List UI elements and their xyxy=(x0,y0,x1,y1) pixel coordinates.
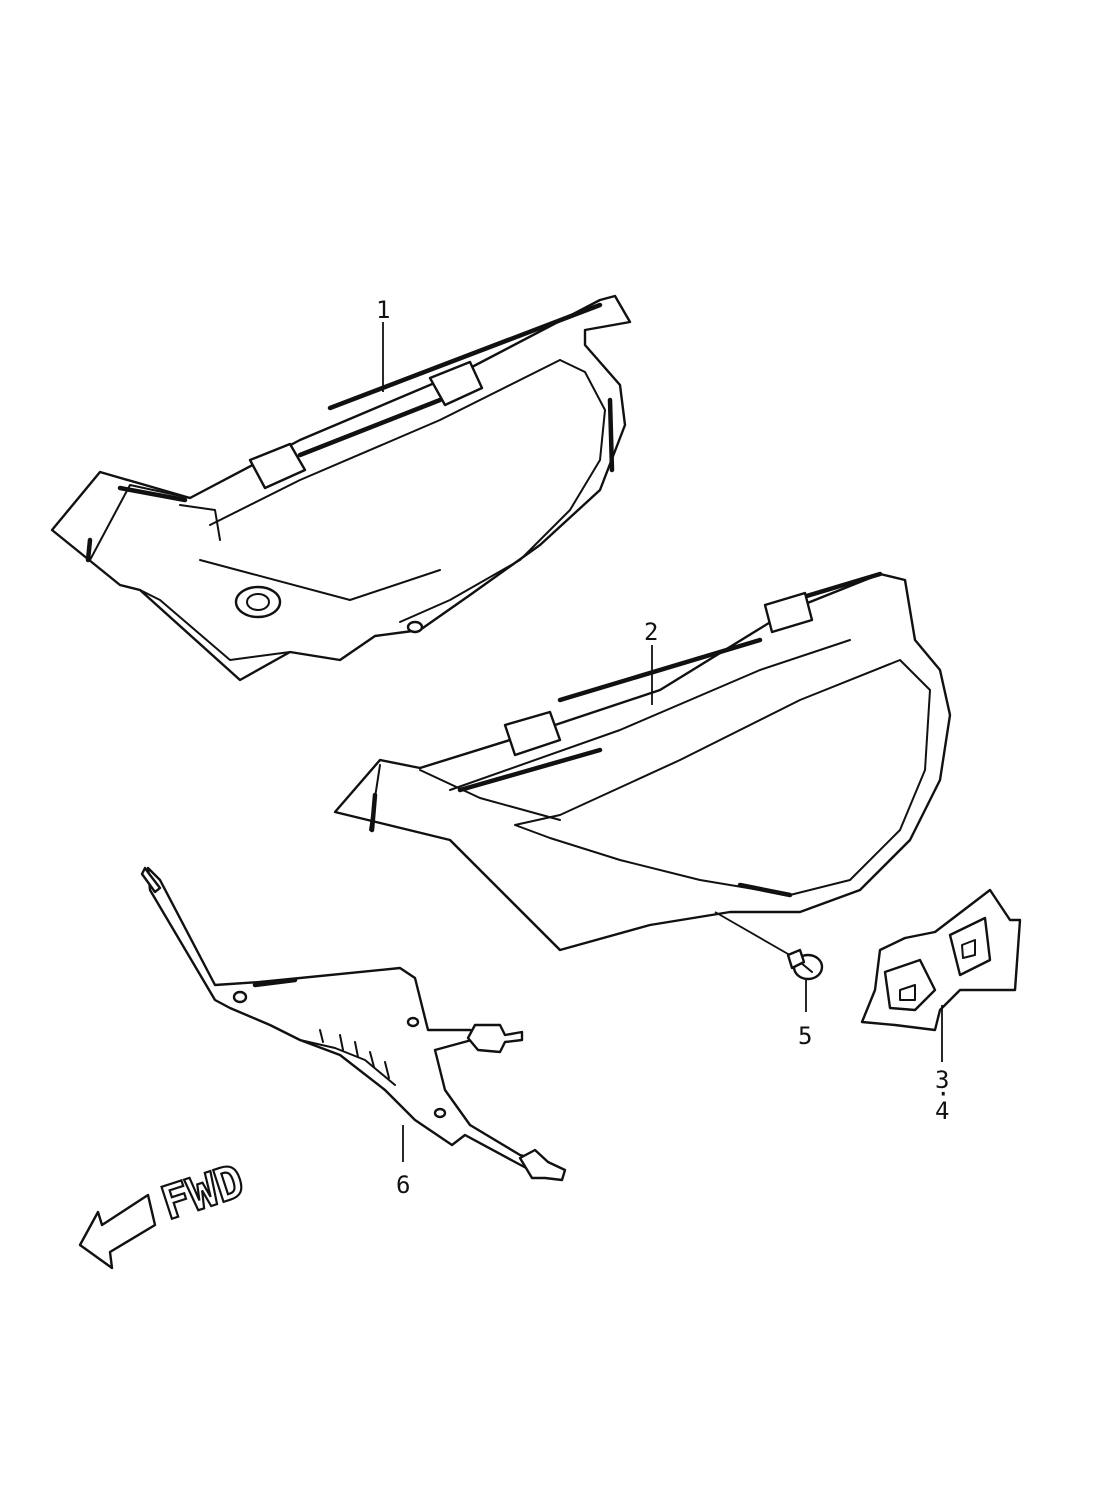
frame-cover-right xyxy=(333,571,952,952)
bracket xyxy=(140,866,567,1182)
forward-direction-arrow xyxy=(78,1193,157,1270)
screw xyxy=(714,911,824,1012)
callout-3: 3 xyxy=(935,1066,949,1094)
callout-separator: · xyxy=(936,1080,950,1108)
callout-2: 2 xyxy=(644,618,658,646)
frame-cover-left xyxy=(50,294,632,682)
callout-6: 6 xyxy=(396,1171,410,1199)
emblem-decal xyxy=(860,888,1022,1062)
fwd-label: FWD xyxy=(155,1153,251,1230)
callout-4: 4 xyxy=(935,1097,949,1125)
callout-1: 1 xyxy=(376,296,390,324)
callout-5: 5 xyxy=(798,1022,812,1050)
